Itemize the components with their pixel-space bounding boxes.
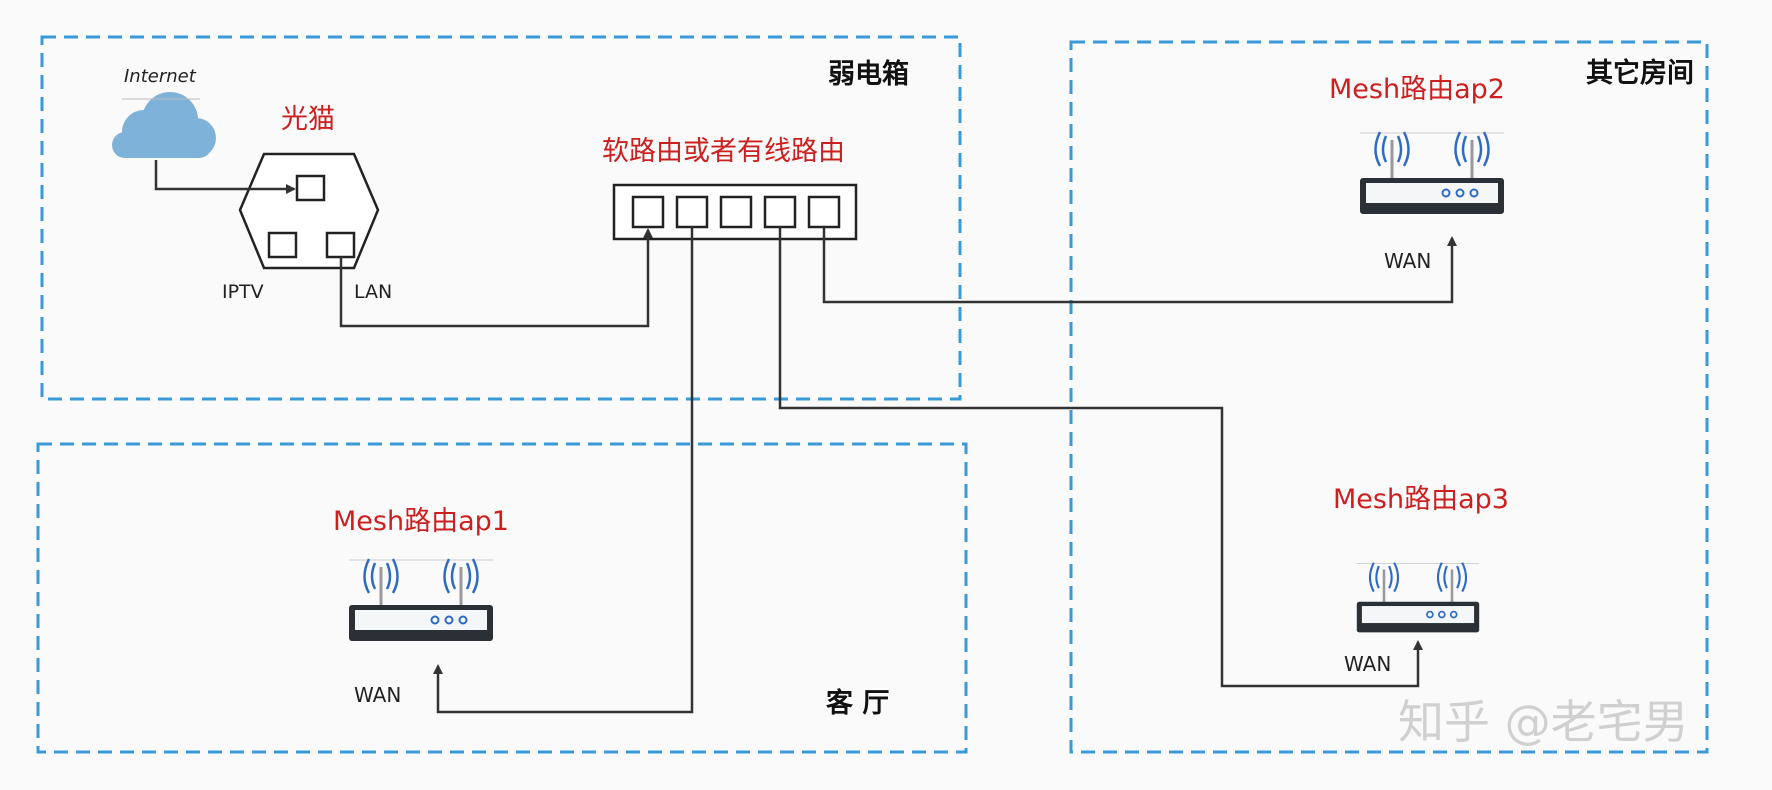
link-modem-lan-to-router xyxy=(339,228,653,328)
ap2-wifi-left-icon xyxy=(1374,131,1410,167)
zone-living-room-title: 客 厅 xyxy=(826,687,889,719)
ap3-wifi-left-icon xyxy=(1368,562,1400,593)
ap1-label: Mesh路由ap1 xyxy=(333,506,509,537)
ap2-wifi-right-icon xyxy=(1454,131,1490,167)
ap2-label: Mesh路由ap2 xyxy=(1329,74,1505,105)
zone-other-rooms-title: 其它房间 xyxy=(1586,57,1694,89)
lan-label: LAN xyxy=(354,281,392,303)
ap2-wan-label: WAN xyxy=(1384,249,1431,273)
zone-other-rooms xyxy=(1069,40,1709,754)
ap3-wifi-right-icon xyxy=(1436,562,1468,593)
ap3-device xyxy=(1356,562,1480,633)
link-router-to-ap2 xyxy=(822,227,1457,304)
link-router-to-ap1 xyxy=(433,227,694,714)
ap1-device xyxy=(349,558,493,641)
link-router-to-ap3 xyxy=(778,227,1423,688)
ap2-device xyxy=(1360,131,1504,214)
router-port-3 xyxy=(719,195,753,229)
zone-living-room xyxy=(36,442,968,754)
internet-label: Internet xyxy=(124,66,197,87)
ap3-wan-label: WAN xyxy=(1344,652,1391,676)
router-port-5 xyxy=(807,195,841,229)
modem-device xyxy=(238,152,380,270)
router-port-1 xyxy=(631,195,665,229)
internet-cloud-icon xyxy=(112,92,216,158)
ap1-wifi-left-icon xyxy=(363,558,399,594)
iptv-label: IPTV xyxy=(222,281,264,303)
modem-port-top xyxy=(295,174,326,202)
watermark: 知乎 @老宅男 xyxy=(1398,695,1689,749)
ap3-label: Mesh路由ap3 xyxy=(1333,484,1509,515)
zone-weak-box xyxy=(40,35,962,401)
router-label: 软路由或者有线路由 xyxy=(602,136,845,167)
ap1-wan-label: WAN xyxy=(354,683,401,707)
link-cloud-to-modem xyxy=(154,160,296,194)
router-port-2 xyxy=(675,195,709,229)
modem-port-iptv xyxy=(267,231,298,259)
zone-weak-box-title: 弱电箱 xyxy=(828,58,909,90)
ap1-wifi-right-icon xyxy=(443,558,479,594)
modem-label: 光猫 xyxy=(281,104,335,135)
router-port-4 xyxy=(763,195,797,229)
modem-port-lan xyxy=(325,231,356,259)
